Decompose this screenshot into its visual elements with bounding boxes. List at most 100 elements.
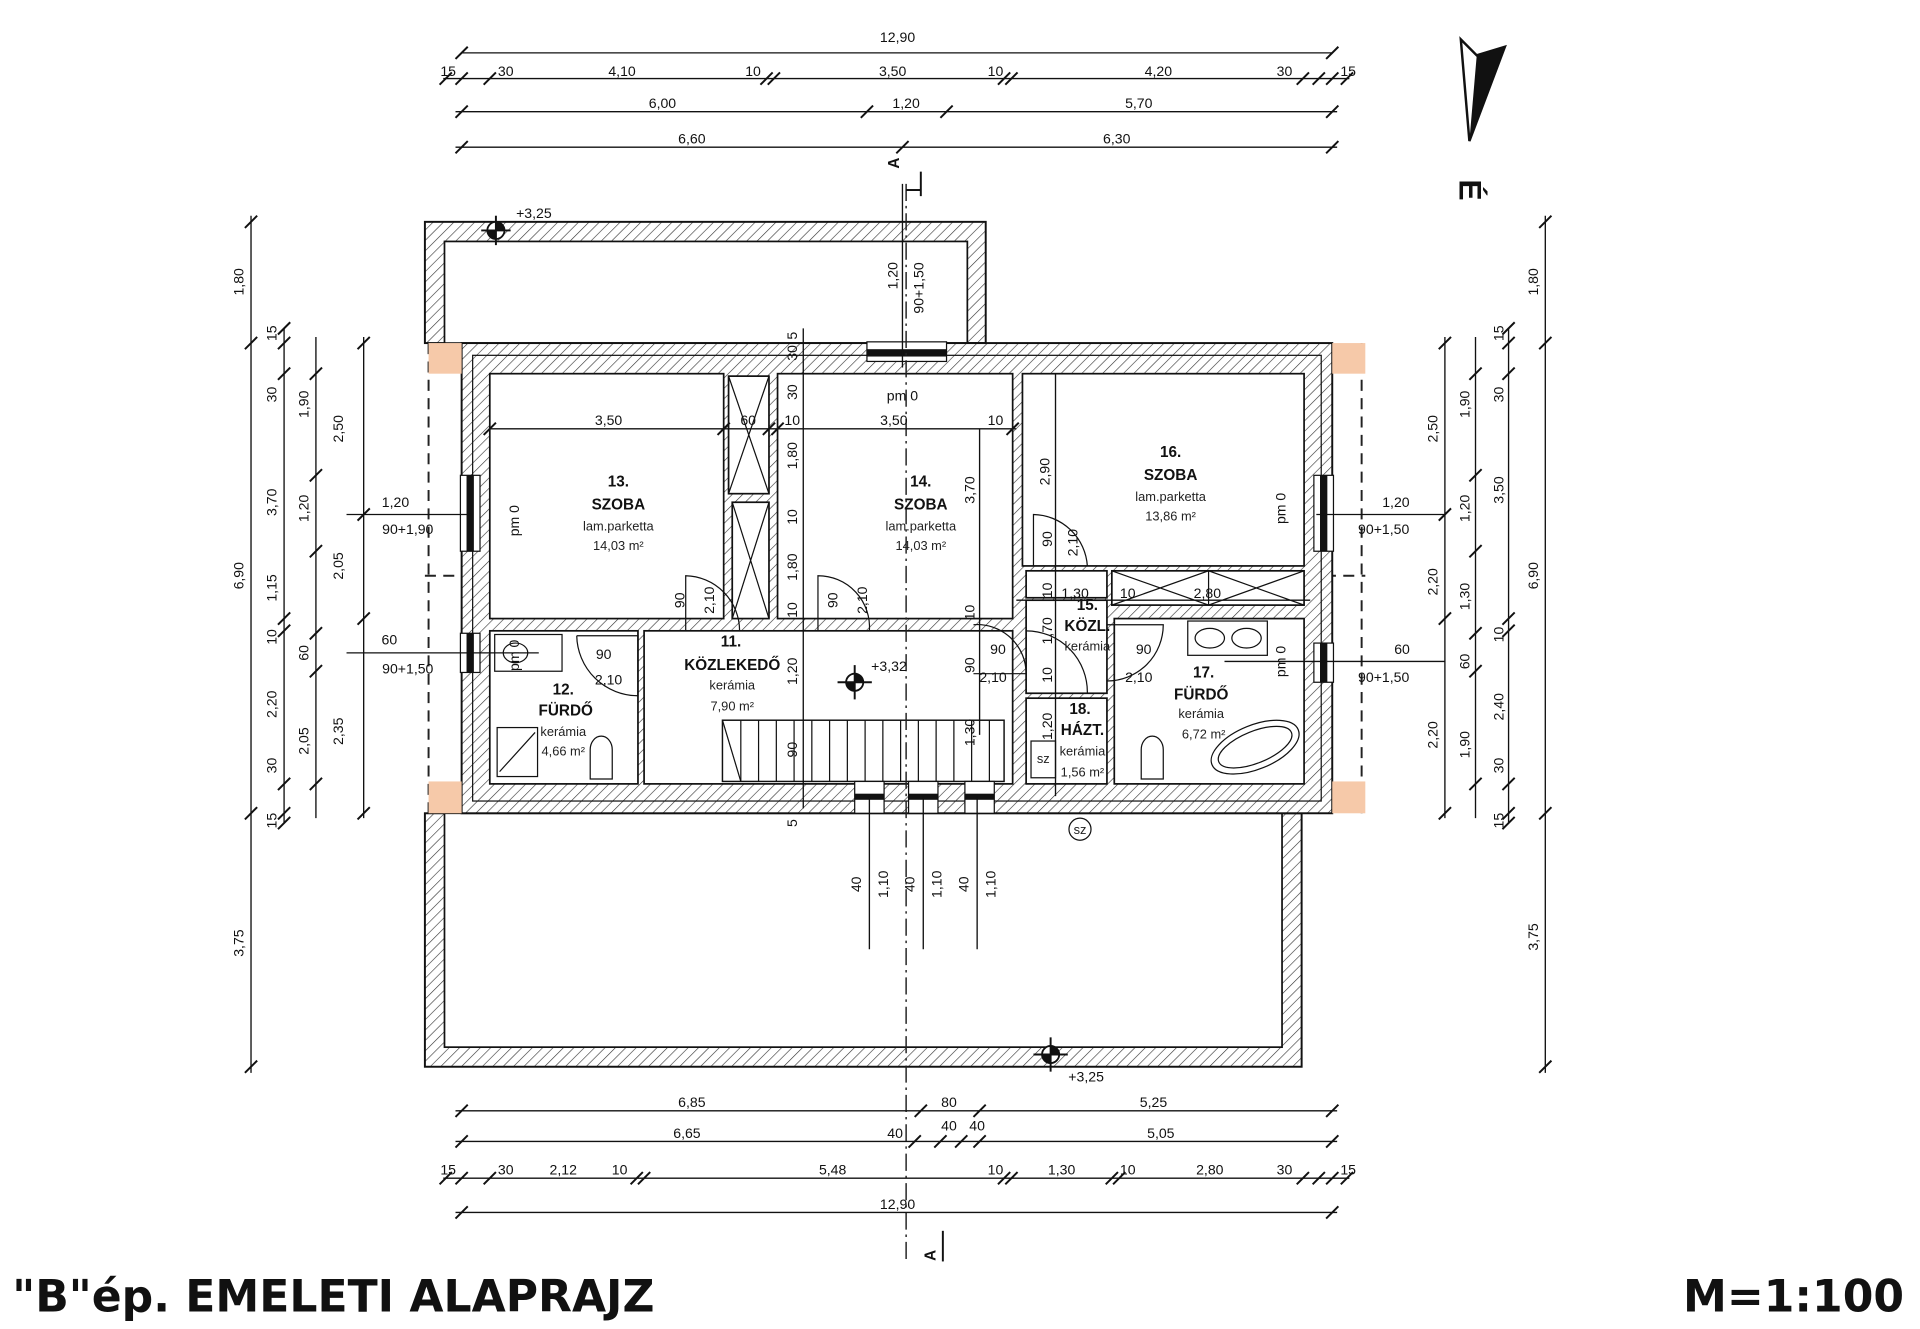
floor-level-mark: pm 0	[1273, 493, 1289, 524]
dimension-label: 90	[825, 592, 841, 608]
dimension-tick	[1468, 544, 1483, 559]
dimension-tick	[277, 777, 291, 791]
dimension-label: 90+1,50	[910, 262, 926, 313]
dimension-label: 1,80	[784, 553, 800, 581]
dimension-label: 40	[902, 876, 918, 892]
room-label-area: 4,66 m²	[541, 744, 585, 759]
level-label: +3,25	[1068, 1068, 1104, 1084]
room-label-area: 13,86 m²	[1145, 509, 1196, 524]
dimension-label: 2,10	[701, 586, 717, 614]
dimension-label: 2,05	[296, 727, 312, 755]
dimension-label: 60	[382, 631, 398, 647]
dimension-label: 1,90	[1456, 731, 1472, 759]
dimension-label: 5	[784, 819, 800, 827]
room-label-num: 15.	[1077, 597, 1098, 614]
dimension-label: 10	[784, 602, 800, 618]
dimension-label: 1,20	[885, 262, 901, 290]
dimension-tick	[1538, 336, 1553, 350]
dimension-tick	[1468, 626, 1483, 641]
dimension-label: 2,35	[330, 717, 346, 745]
dimension-label: 1,10	[875, 870, 891, 898]
dimension-label: 3,75	[1525, 923, 1541, 951]
dimension-tick	[1501, 816, 1516, 830]
dimension-label: 2,40	[1491, 693, 1507, 721]
dimension-label: 2,10	[979, 669, 1007, 685]
dimension-label: 1,20	[296, 495, 312, 523]
dimension-tick	[1005, 421, 1020, 436]
dimension-label: 1,30	[1048, 1162, 1076, 1178]
room-label-floor: kerámia	[709, 678, 756, 693]
dimension-label: 5,48	[819, 1162, 847, 1178]
dimension-label: 6,90	[231, 562, 247, 590]
drawing-title: "B"ép. EMELETI ALAPRAJZ	[12, 1272, 654, 1323]
dimension-label: 10	[988, 63, 1004, 79]
dimension-tick	[1538, 1059, 1553, 1074]
dimension-tick	[1501, 624, 1516, 638]
dimension-tick	[244, 336, 258, 350]
terrace-bottom	[423, 812, 1303, 1068]
drawing-scale: M=1:100	[1683, 1272, 1904, 1323]
dimension-label: 30	[264, 758, 280, 774]
dimension-label: 2,50	[330, 415, 346, 443]
dimension-label: 30	[498, 63, 514, 79]
dimension-tick	[454, 1205, 469, 1220]
dimension-label: 15	[1340, 1162, 1356, 1178]
dimension-label: 30	[1491, 758, 1507, 774]
dimension-label: 2,20	[264, 690, 280, 718]
dimension-tick	[972, 1134, 987, 1149]
dimension-label: 10	[962, 604, 978, 620]
dimension-tick	[438, 71, 453, 86]
dimension-tick	[1112, 1171, 1126, 1185]
dimension-label: 1,20	[784, 657, 800, 685]
north-label: É	[1453, 179, 1489, 200]
dimension-label: 60	[740, 412, 756, 428]
dimension-label: 90+1,50	[1358, 669, 1409, 685]
dimension-tick	[277, 336, 291, 350]
dimension-label: 1,80	[784, 442, 800, 470]
dimension-label: 90	[1136, 641, 1152, 657]
dimension-tick	[309, 777, 323, 791]
dimension-tick	[482, 71, 497, 86]
room-label-area: 6,72 m²	[1182, 727, 1226, 742]
dimension-tick	[997, 71, 1011, 86]
dimension-label: 30	[1491, 387, 1507, 403]
dimension-tick	[1501, 321, 1516, 336]
dimension-tick	[309, 664, 323, 679]
dimension-tick	[277, 366, 291, 381]
dimension-label: 3,70	[962, 476, 978, 504]
dimension-label: 1,80	[231, 268, 247, 296]
dimension-label: 10	[1120, 585, 1136, 601]
dimension-label: 6,60	[678, 130, 706, 146]
dimension-label: 3,70	[264, 488, 280, 516]
dimension-label: 40	[848, 876, 864, 892]
equipment-label: sz	[1074, 822, 1087, 837]
dimension-label: 1,20	[1039, 712, 1055, 740]
dimension-label: 1,20	[892, 95, 920, 111]
dimension-tick	[277, 806, 291, 821]
dimension-tick	[309, 626, 323, 641]
dimension-tick	[629, 1171, 644, 1185]
dimension-tick	[759, 71, 774, 86]
dimension-tick	[1004, 1171, 1019, 1185]
room-14-area	[776, 372, 1014, 620]
dimension-label: 5,05	[1147, 1125, 1175, 1141]
dimension-tick	[1325, 1171, 1340, 1185]
room-label-num: 18.	[1069, 701, 1090, 718]
dimension-tick	[454, 1104, 469, 1118]
dimension-tick	[1468, 366, 1483, 381]
dimension-label: 90+1,90	[382, 521, 433, 537]
dimension-label: 1,10	[929, 870, 945, 898]
dimension-tick	[1468, 468, 1483, 483]
dimension-label: 40	[941, 1117, 957, 1133]
dimension-tick	[1340, 1171, 1354, 1185]
room-label-floor: lam.parketta	[1135, 489, 1207, 504]
dimension-tick	[356, 507, 371, 522]
dimension-label: 30	[264, 387, 280, 403]
room-11-area	[643, 629, 1014, 785]
room-16-area	[1021, 372, 1305, 567]
dimension-tick	[770, 421, 785, 436]
dimension-tick	[972, 1104, 987, 1118]
dimension-tick	[309, 366, 323, 381]
dimension-tick	[1538, 806, 1553, 821]
dimension-label: 10	[784, 412, 800, 428]
